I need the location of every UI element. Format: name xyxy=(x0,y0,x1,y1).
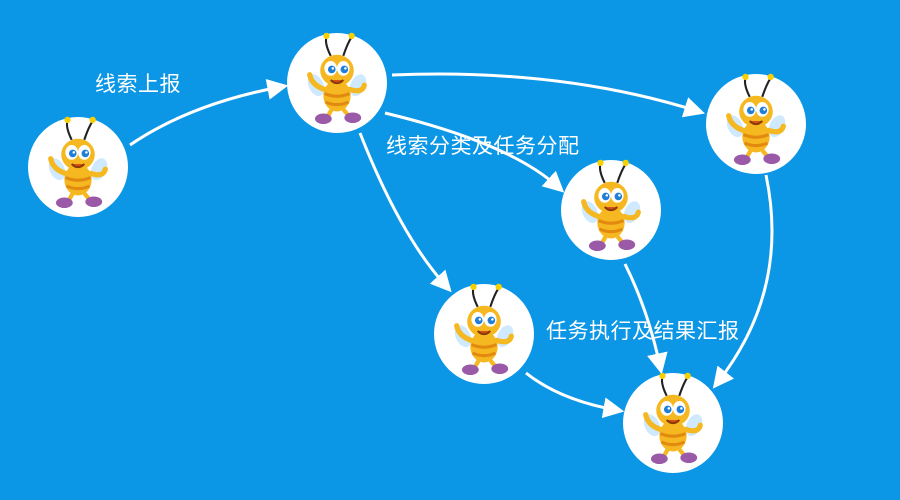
bee-node-1 xyxy=(28,117,128,217)
arrow-6 xyxy=(525,371,625,419)
label-clue-classification-task-assignment: 线索分类及任务分配 xyxy=(386,134,580,158)
arrow-2 xyxy=(391,72,706,118)
arrow-3 xyxy=(384,111,565,193)
bee-node-3 xyxy=(706,74,806,174)
arrow-1 xyxy=(129,79,289,147)
bee-node-5 xyxy=(434,284,534,384)
label-task-execution-result-report: 任务执行及结果汇报 xyxy=(546,319,740,343)
arrow-5 xyxy=(623,263,668,375)
label-clue-report: 线索上报 xyxy=(95,72,181,96)
bee-node-4 xyxy=(561,160,661,260)
arrow-4 xyxy=(358,132,452,293)
arrow-7 xyxy=(712,174,774,389)
bee-node-2 xyxy=(287,33,387,133)
bee-node-6 xyxy=(623,373,723,473)
